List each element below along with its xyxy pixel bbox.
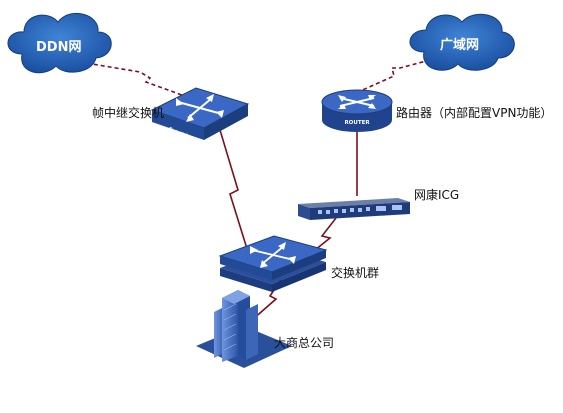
link-ddn-frame xyxy=(79,61,191,99)
icg-label: 网康ICG xyxy=(414,188,460,202)
link-frame-switch xyxy=(219,129,249,253)
router-icon: ROUTER xyxy=(321,89,393,132)
hq-label: 大商总公司 xyxy=(274,336,335,350)
hq-building-icon xyxy=(196,290,292,368)
switch-cluster-icon xyxy=(218,235,328,292)
ddn-cloud-label: DDN网 xyxy=(36,40,82,55)
router-device-text: ROUTER xyxy=(344,120,370,126)
wan-cloud-icon xyxy=(409,13,515,71)
switch-cluster-label: 交换机群 xyxy=(331,266,380,280)
frame-switch-label: 帧中继交换机 xyxy=(92,106,165,120)
icg-appliance-icon xyxy=(298,198,410,220)
ddn-cloud-icon xyxy=(7,12,112,74)
link-wan-router xyxy=(357,59,431,93)
frame-relay-switch-icon: Frame xyxy=(150,87,250,140)
wan-cloud-label: 广域网 xyxy=(440,38,480,53)
router-label: 路由器（内部配置VPN功能） xyxy=(396,106,553,120)
